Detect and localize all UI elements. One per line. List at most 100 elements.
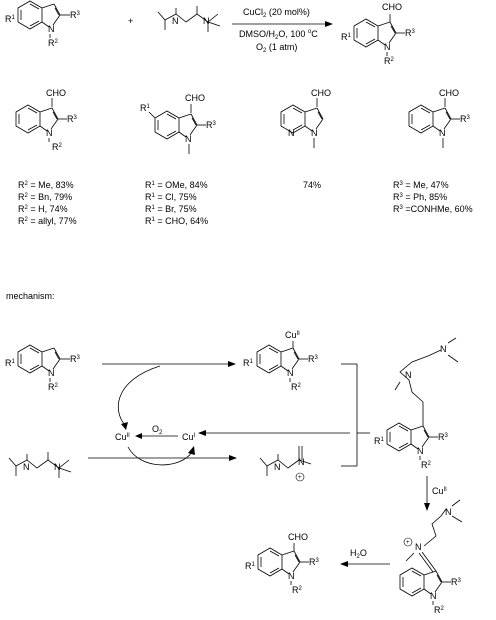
svg-text:R2: R2 xyxy=(421,460,432,470)
svg-text:R2 = H, 74%: R2 = H, 74% xyxy=(18,204,68,214)
cu-ii-arrow-label: CuII xyxy=(432,486,447,496)
svg-text:N: N xyxy=(274,462,281,472)
mech-arrow-1 xyxy=(102,361,236,367)
plus-sign: + xyxy=(128,16,133,26)
svg-text:N: N xyxy=(288,128,295,138)
svg-text:N: N xyxy=(384,42,391,52)
svg-text:R3 = Ph, 85%: R3 = Ph, 85% xyxy=(393,192,447,202)
svg-text:N: N xyxy=(46,128,53,138)
mech-arrow-down xyxy=(424,476,430,511)
svg-text:R3: R3 xyxy=(206,120,217,130)
cu-ii-consume-arc xyxy=(117,365,161,426)
svg-text:R1: R1 xyxy=(140,103,151,113)
svg-text:CHO: CHO xyxy=(439,88,459,98)
svg-text:R3: R3 xyxy=(438,432,449,442)
svg-text:R1: R1 xyxy=(245,561,256,571)
svg-text:CHO: CHO xyxy=(382,2,402,12)
mech-final-aldehyde: CHO R1 R3 N R2 xyxy=(245,532,320,595)
svg-text:R1: R1 xyxy=(243,358,254,368)
r2-label: R2 xyxy=(48,38,59,48)
svg-text:R1 = Br, 75%: R1 = Br, 75% xyxy=(145,204,197,214)
cu-ii-label: CuII xyxy=(115,432,130,442)
product-aldehyde: CHO R1 R3 N R2 xyxy=(341,2,416,66)
mechanism-title: mechanism: xyxy=(6,291,55,301)
svg-text:N: N xyxy=(439,128,446,138)
svg-text:R3: R3 xyxy=(460,114,471,124)
svg-text:N: N xyxy=(417,446,424,456)
mech-iminium xyxy=(259,446,312,476)
mech-mannich-product: R1 R3 N R2 N N xyxy=(374,337,459,470)
product-r3: R3 xyxy=(405,28,416,38)
svg-text:CuII: CuII xyxy=(285,330,300,340)
svg-text:R3: R3 xyxy=(67,114,78,124)
product-r2: R2 xyxy=(384,56,395,66)
svg-text:R1: R1 xyxy=(5,358,16,368)
mech-iminium-indole: R3 N R2 N + N xyxy=(399,499,463,615)
svg-text:R2: R2 xyxy=(434,605,445,615)
mech-arrow-back xyxy=(198,430,350,436)
r1-label: R1 xyxy=(5,14,16,24)
indole-reactant: R1 R3 N R2 xyxy=(5,0,81,48)
svg-text:R2: R2 xyxy=(292,585,303,595)
h2o-label: H2O xyxy=(350,548,367,560)
svg-text:CHO: CHO xyxy=(185,93,205,103)
svg-text:R1 = CHO, 64%: R1 = CHO, 64% xyxy=(145,216,208,226)
svg-text:R3: R3 xyxy=(451,577,462,587)
svg-text:N: N xyxy=(405,370,412,380)
svg-text:R2: R2 xyxy=(48,382,59,392)
svg-text:R2: R2 xyxy=(291,382,302,392)
svg-text:R2 = Bn, 79%: R2 = Bn, 79% xyxy=(18,192,72,202)
svg-text:N: N xyxy=(185,134,192,144)
svg-text:N: N xyxy=(298,457,305,467)
reaction-arrow xyxy=(232,21,333,27)
scope-yields-2: R1 = OMe, 84% R1 = Cl, 75% R1 = Br, 75% … xyxy=(145,180,208,226)
svg-text:N: N xyxy=(23,462,30,472)
svg-text:R2 = Me, 83%: R2 = Me, 83% xyxy=(18,180,74,190)
svg-text:N: N xyxy=(288,571,295,581)
bracket xyxy=(341,363,370,467)
mech-tmeda xyxy=(8,452,72,478)
mech-cu-indole: CuII R1 R3 N R2 xyxy=(243,330,319,392)
svg-text:R1 = Cl, 75%: R1 = Cl, 75% xyxy=(145,192,197,202)
iminium-charge xyxy=(295,472,305,482)
cu-i-return-arc xyxy=(127,446,193,466)
scope-structure-2: R1 CHO R3 N xyxy=(140,93,217,154)
scope-yields-4: R3 = Me, 47% R3 = Ph, 85% R3 =CONHMe, 60… xyxy=(393,180,473,214)
o2-label: O2 xyxy=(152,424,163,436)
mech-indole: R1 R3 N R2 xyxy=(5,344,81,392)
svg-text:CHO: CHO xyxy=(46,88,66,98)
svg-text:N: N xyxy=(430,591,437,601)
svg-text:N: N xyxy=(54,462,61,472)
svg-text:R2 = allyl, 77%: R2 = allyl, 77% xyxy=(18,216,77,226)
mech-arrow-tmeda xyxy=(88,455,237,461)
tmeda-reagent xyxy=(157,6,221,32)
svg-text:R3: R3 xyxy=(308,354,319,364)
reagent-line-2: DMSO/H2O, 100 oC xyxy=(239,29,318,41)
mech-arrow-hydrolysis xyxy=(340,561,390,567)
svg-text:R1: R1 xyxy=(374,436,385,446)
svg-text:+: + xyxy=(406,540,410,546)
scope-yields-1: R2 = Me, 83% R2 = Bn, 79% R2 = H, 74% R2… xyxy=(18,180,77,226)
svg-text:R3: R3 xyxy=(70,354,81,364)
svg-text:CHO: CHO xyxy=(288,532,308,542)
scope-yield-3: 74% xyxy=(303,180,321,190)
product-r1: R1 xyxy=(341,32,352,42)
reagent-line-3: O2 (1 atm) xyxy=(256,42,297,54)
scope-structure-3-azaindole: CHO N N xyxy=(280,88,331,148)
svg-text:R2: R2 xyxy=(52,142,63,152)
scope-structure-4: CHO R3 N xyxy=(408,88,471,148)
svg-text:N: N xyxy=(311,128,318,138)
svg-text:N: N xyxy=(287,368,294,378)
tmeda-n2: N xyxy=(203,16,210,26)
scope-structure-1: CHO R3 N R2 xyxy=(15,88,78,152)
svg-text:R3 = Me, 47%: R3 = Me, 47% xyxy=(393,180,449,190)
cu-i-label: CuI xyxy=(182,432,196,442)
svg-text:N: N xyxy=(48,368,55,378)
svg-text:+: + xyxy=(298,475,302,481)
o2-reoxidation-arrow xyxy=(135,433,178,439)
svg-text:R3: R3 xyxy=(309,557,320,567)
n-label: N xyxy=(48,24,55,34)
svg-text:N: N xyxy=(415,542,422,552)
reagent-line-1: CuCl2 (20 mol%) xyxy=(243,7,310,19)
